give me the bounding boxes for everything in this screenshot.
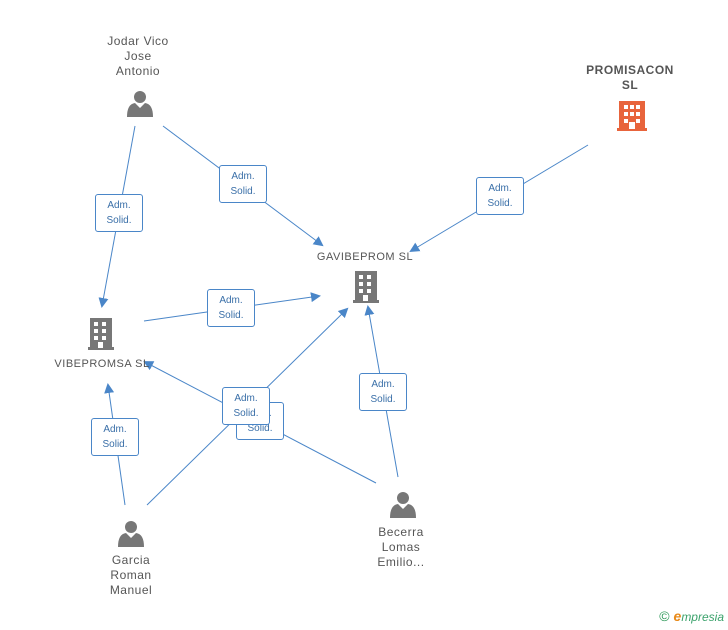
edge-label-vibepromsa-gavibeprom: Adm.Solid. (207, 289, 255, 327)
node-label-garcia[interactable]: Garcia Roman Manuel (109, 553, 153, 597)
edge-label-jodar-gavibeprom: Adm.Solid. (219, 165, 267, 203)
node-label-vibepromsa[interactable]: VIBEPROMSA SL (54, 358, 150, 370)
edge-label-garcia-vibepromsa: Adm.Solid. (91, 418, 139, 456)
edge-label-becerra-gavibeprom: Adm.Solid. (359, 373, 407, 411)
copyright-icon: © (659, 608, 670, 624)
person-icon-jodar[interactable] (127, 91, 153, 117)
brand-name: mpresia (681, 610, 724, 624)
building-icon-vibepromsa[interactable] (88, 318, 114, 350)
building-icon-gavibeprom[interactable] (353, 271, 379, 303)
node-label-gavibeprom[interactable]: GAVIBEPROM SL (316, 251, 414, 263)
person-icon-becerra[interactable] (390, 492, 416, 518)
node-label-promisacon[interactable]: PROMISACON SL (586, 63, 674, 92)
person-icon-garcia[interactable] (118, 521, 144, 547)
node-label-becerra[interactable]: Becerra Lomas Emilio... (377, 525, 425, 569)
footer-brand[interactable]: ©empresia (659, 608, 724, 624)
edge-label-jodar-vibepromsa: Adm.Solid. (95, 194, 143, 232)
edge-label-promisacon-gavibeprom: Adm.Solid. (476, 177, 524, 215)
node-label-jodar[interactable]: Jodar Vico Jose Antonio (107, 34, 169, 78)
brand-initial: e (673, 608, 682, 624)
edge-label-garcia-gavibeprom: Adm.Solid. (222, 387, 270, 425)
building-icon-promisacon[interactable] (617, 101, 647, 131)
